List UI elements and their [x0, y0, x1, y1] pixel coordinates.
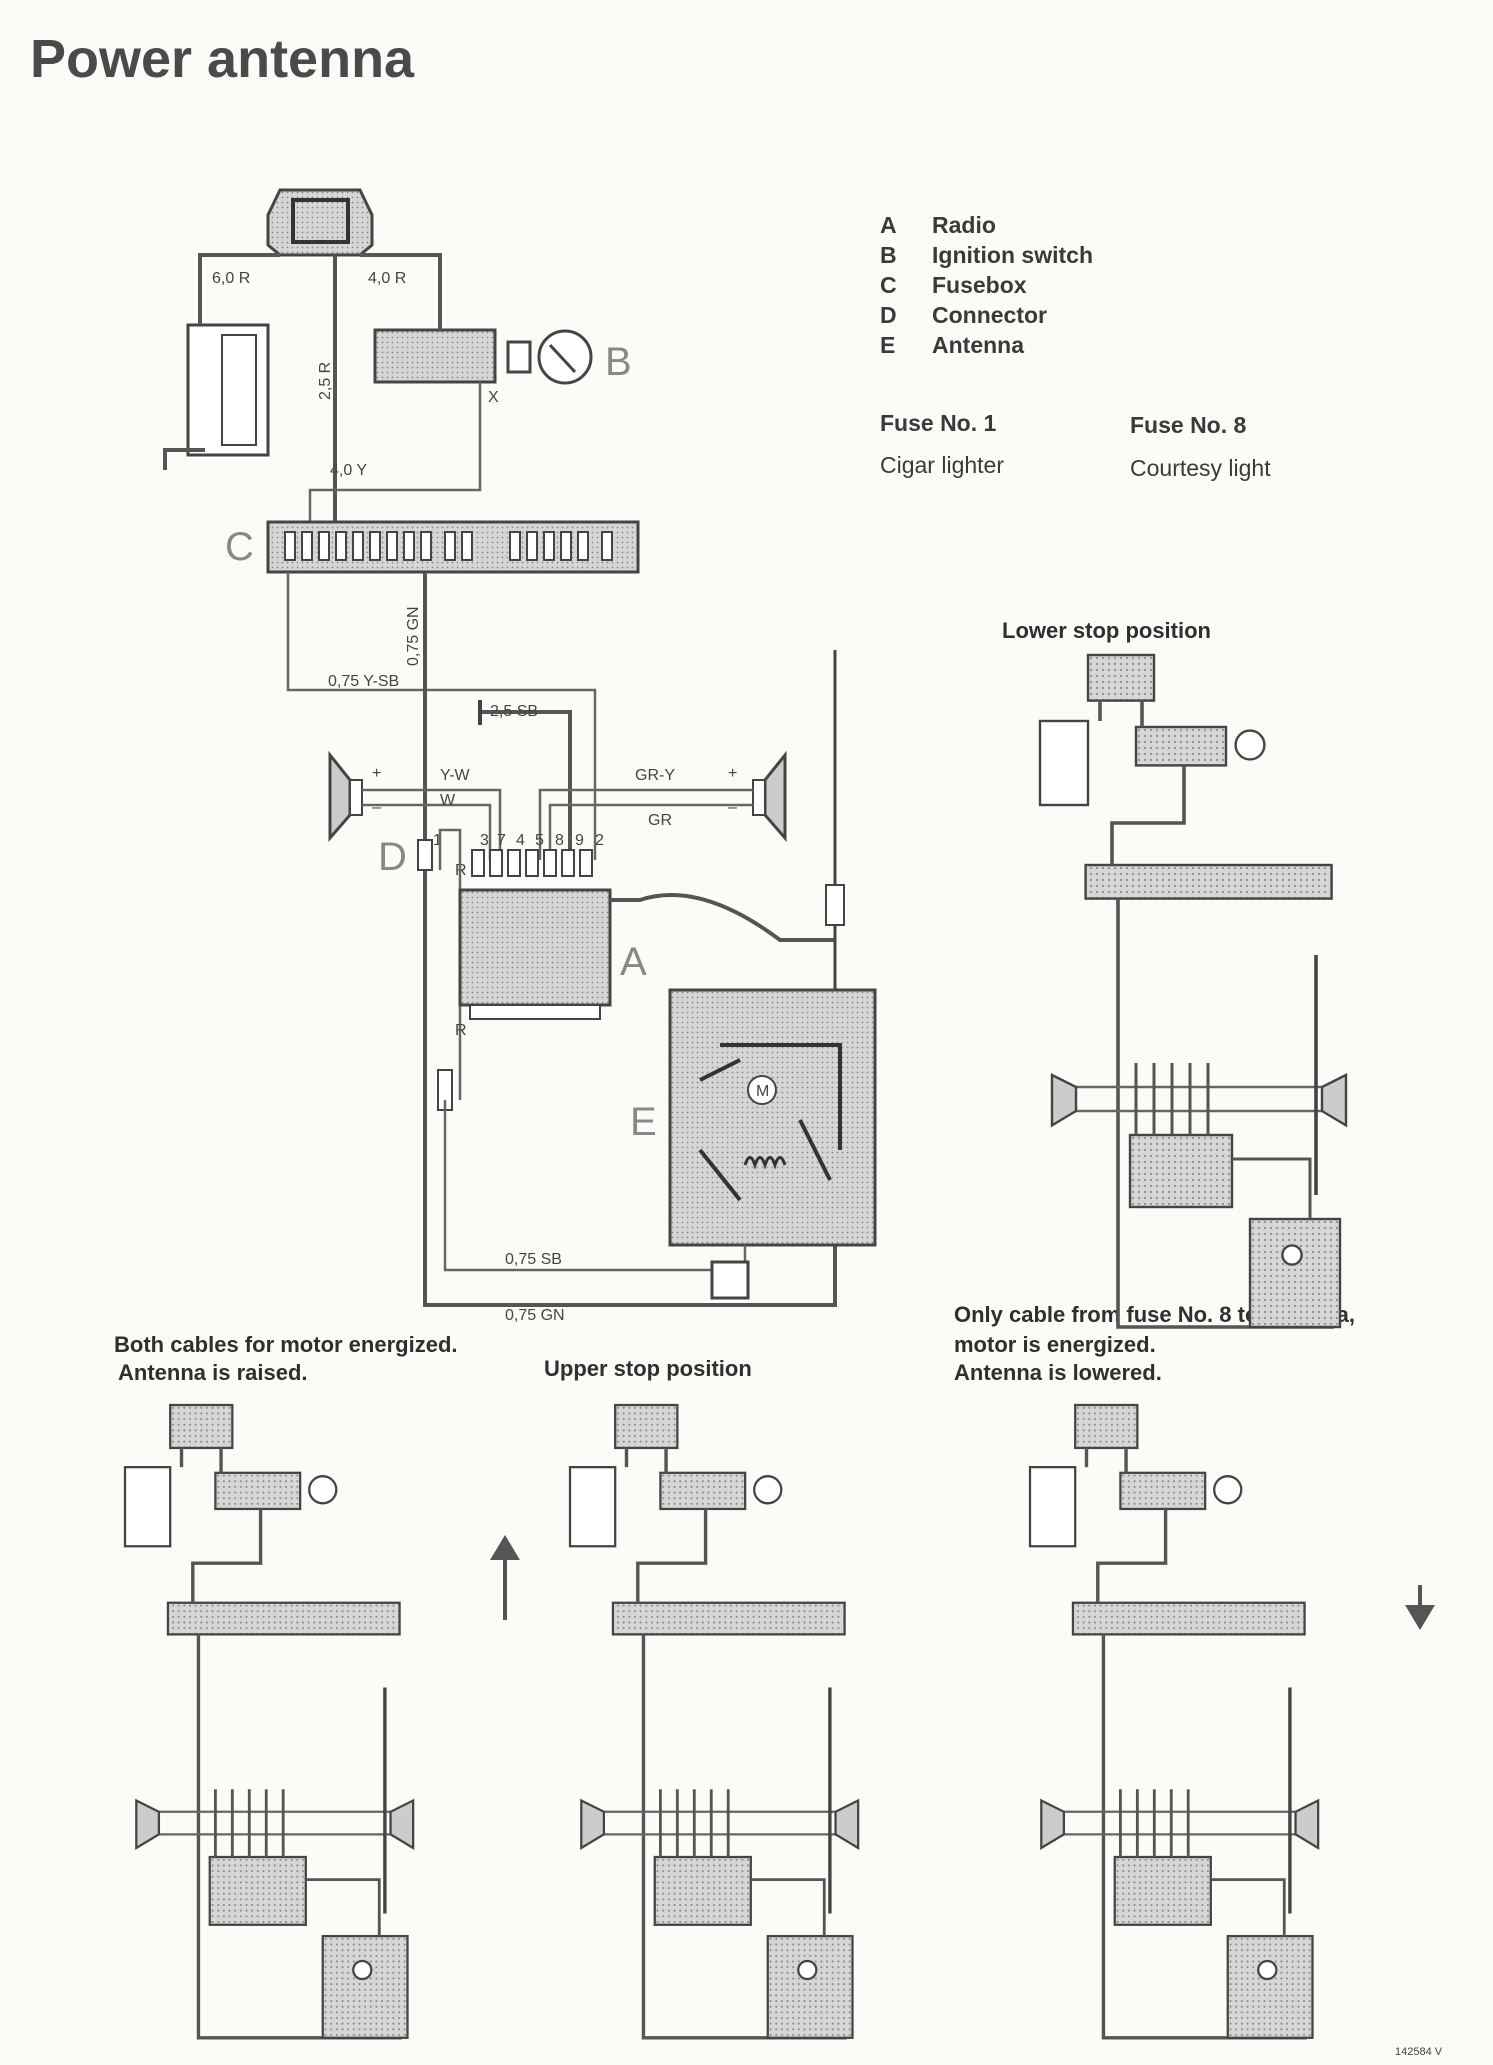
- ground-wire: [163, 448, 205, 470]
- caption-upper-stop: Upper stop position: [544, 1356, 752, 1381]
- svg-text:M: M: [756, 1083, 769, 1100]
- mini-diagram-lowered: [1028, 1403, 1320, 2040]
- legend-label: Ignition switch: [932, 242, 1093, 268]
- svg-text:+: +: [728, 765, 737, 782]
- wire-0-75-sb: [443, 1100, 747, 1272]
- antenna-motor-unit: [668, 988, 877, 1247]
- wire-label: 2,5 SB: [490, 703, 538, 720]
- legend-key: A: [880, 212, 897, 238]
- svg-text:–: –: [372, 799, 381, 816]
- caption-lowered-line3: Antenna is lowered.: [954, 1360, 1162, 1385]
- svg-text:+: +: [372, 765, 381, 782]
- legend-row: E Antenna: [880, 332, 1093, 362]
- mini-diagram-lower-stop: [1038, 653, 1348, 1329]
- wire-label: 0,75 SB: [505, 1251, 562, 1268]
- wire-2-5-sb: [480, 710, 572, 860]
- wire-label: W: [440, 792, 456, 809]
- legend-row: A Radio: [880, 212, 1093, 242]
- wire-label: 0,75 GN: [405, 606, 422, 666]
- wire-label: Y-W: [440, 767, 471, 784]
- right-speaker: [763, 750, 787, 843]
- wire-label: GR: [648, 812, 672, 829]
- fuse-1-desc: Cigar lighter: [880, 452, 1004, 478]
- ignition-switch-plug: [506, 340, 532, 374]
- label-E: E: [630, 1100, 657, 1144]
- legend-row: C Fusebox: [880, 272, 1093, 302]
- legend-label: Fusebox: [932, 272, 1027, 298]
- left-speaker-wires: [362, 788, 502, 860]
- radio-connectors: [471, 849, 593, 877]
- radio-pin-row: 1 3 7 4 5 8 9 2: [433, 832, 604, 849]
- wire-label: 2,5 R: [317, 362, 334, 400]
- legend-key: B: [880, 242, 897, 268]
- legend-row: D Connector: [880, 302, 1093, 332]
- caption-lower-stop: Lower stop position: [1002, 618, 1211, 643]
- pin-label: 7: [497, 832, 506, 849]
- battery-cell: [221, 334, 257, 446]
- wire-label: 4,0 R: [368, 270, 406, 287]
- pin-label: 4: [516, 832, 525, 849]
- legend-key: C: [880, 272, 897, 298]
- right-speaker-wires: [538, 788, 753, 860]
- wire-label: 4,0 Y: [330, 462, 367, 479]
- wire-6-0-r: [198, 253, 280, 325]
- legend-key: E: [880, 332, 896, 358]
- ignition-switch-body: [373, 328, 497, 384]
- wire-label: GR-Y: [635, 767, 675, 784]
- wire-label: R: [455, 1022, 467, 1039]
- caption-raised-line2: Antenna is raised.: [118, 1360, 308, 1385]
- motor-icon: [747, 1075, 777, 1105]
- connector-block: [710, 1260, 750, 1300]
- fuse-slots: [284, 531, 613, 561]
- component-legend: A Radio B Ignition switch C Fusebox D Connec…: [880, 212, 1093, 362]
- fuse-8-name: Fuse No. 8: [1130, 412, 1247, 438]
- terminal-block-frame: [291, 198, 350, 244]
- fuse-1-name: Fuse No. 1: [880, 410, 997, 436]
- pin-label: 9: [575, 832, 584, 849]
- antenna-cable: [610, 893, 835, 942]
- mini-diagram-raised: [123, 1403, 415, 2040]
- page-title: Power antenna: [30, 29, 415, 89]
- connector-D: [417, 839, 433, 871]
- label-B: B: [605, 340, 632, 384]
- wire-4-0-y: [308, 382, 482, 525]
- pin-label: 8: [555, 832, 564, 849]
- label-A: A: [620, 940, 647, 984]
- legend-row: B Ignition switch: [880, 242, 1093, 272]
- pin-label: 2: [595, 832, 604, 849]
- label-C: C: [225, 525, 254, 569]
- caption-lowered-line2: motor is energized.: [954, 1332, 1156, 1357]
- legend-label: Radio: [932, 212, 996, 238]
- wire-label: 6,0 R: [212, 270, 250, 287]
- wire-label: X: [488, 389, 499, 406]
- caption-raised-line1: Both cables for motor energized.: [114, 1332, 458, 1357]
- wire-4-0-r: [360, 253, 442, 330]
- ignition-key-icon: [537, 329, 593, 385]
- label-D: D: [378, 835, 407, 879]
- pin-label: 1: [433, 832, 442, 849]
- legend-key: D: [880, 302, 897, 328]
- pin-label: 3: [480, 832, 489, 849]
- arrow-down-icon: [1405, 1585, 1435, 1630]
- radio-unit: [458, 888, 612, 1007]
- pin-label: 5: [535, 832, 544, 849]
- wire-label: 0,75 GN: [505, 1307, 565, 1324]
- left-speaker: [328, 750, 352, 843]
- legend-label: Antenna: [932, 332, 1024, 358]
- wire-label: 0,75 Y-SB: [328, 673, 399, 690]
- svg-text:–: –: [728, 799, 737, 816]
- arrow-up-icon: [490, 1535, 520, 1620]
- wire-0-75-y-sb: [286, 572, 597, 860]
- reference-code: 142584 V: [1395, 2046, 1443, 2058]
- mini-diagram-upper-stop: [568, 1403, 860, 2040]
- fuse-8-desc: Courtesy light: [1130, 455, 1271, 481]
- legend-label: Connector: [932, 302, 1047, 328]
